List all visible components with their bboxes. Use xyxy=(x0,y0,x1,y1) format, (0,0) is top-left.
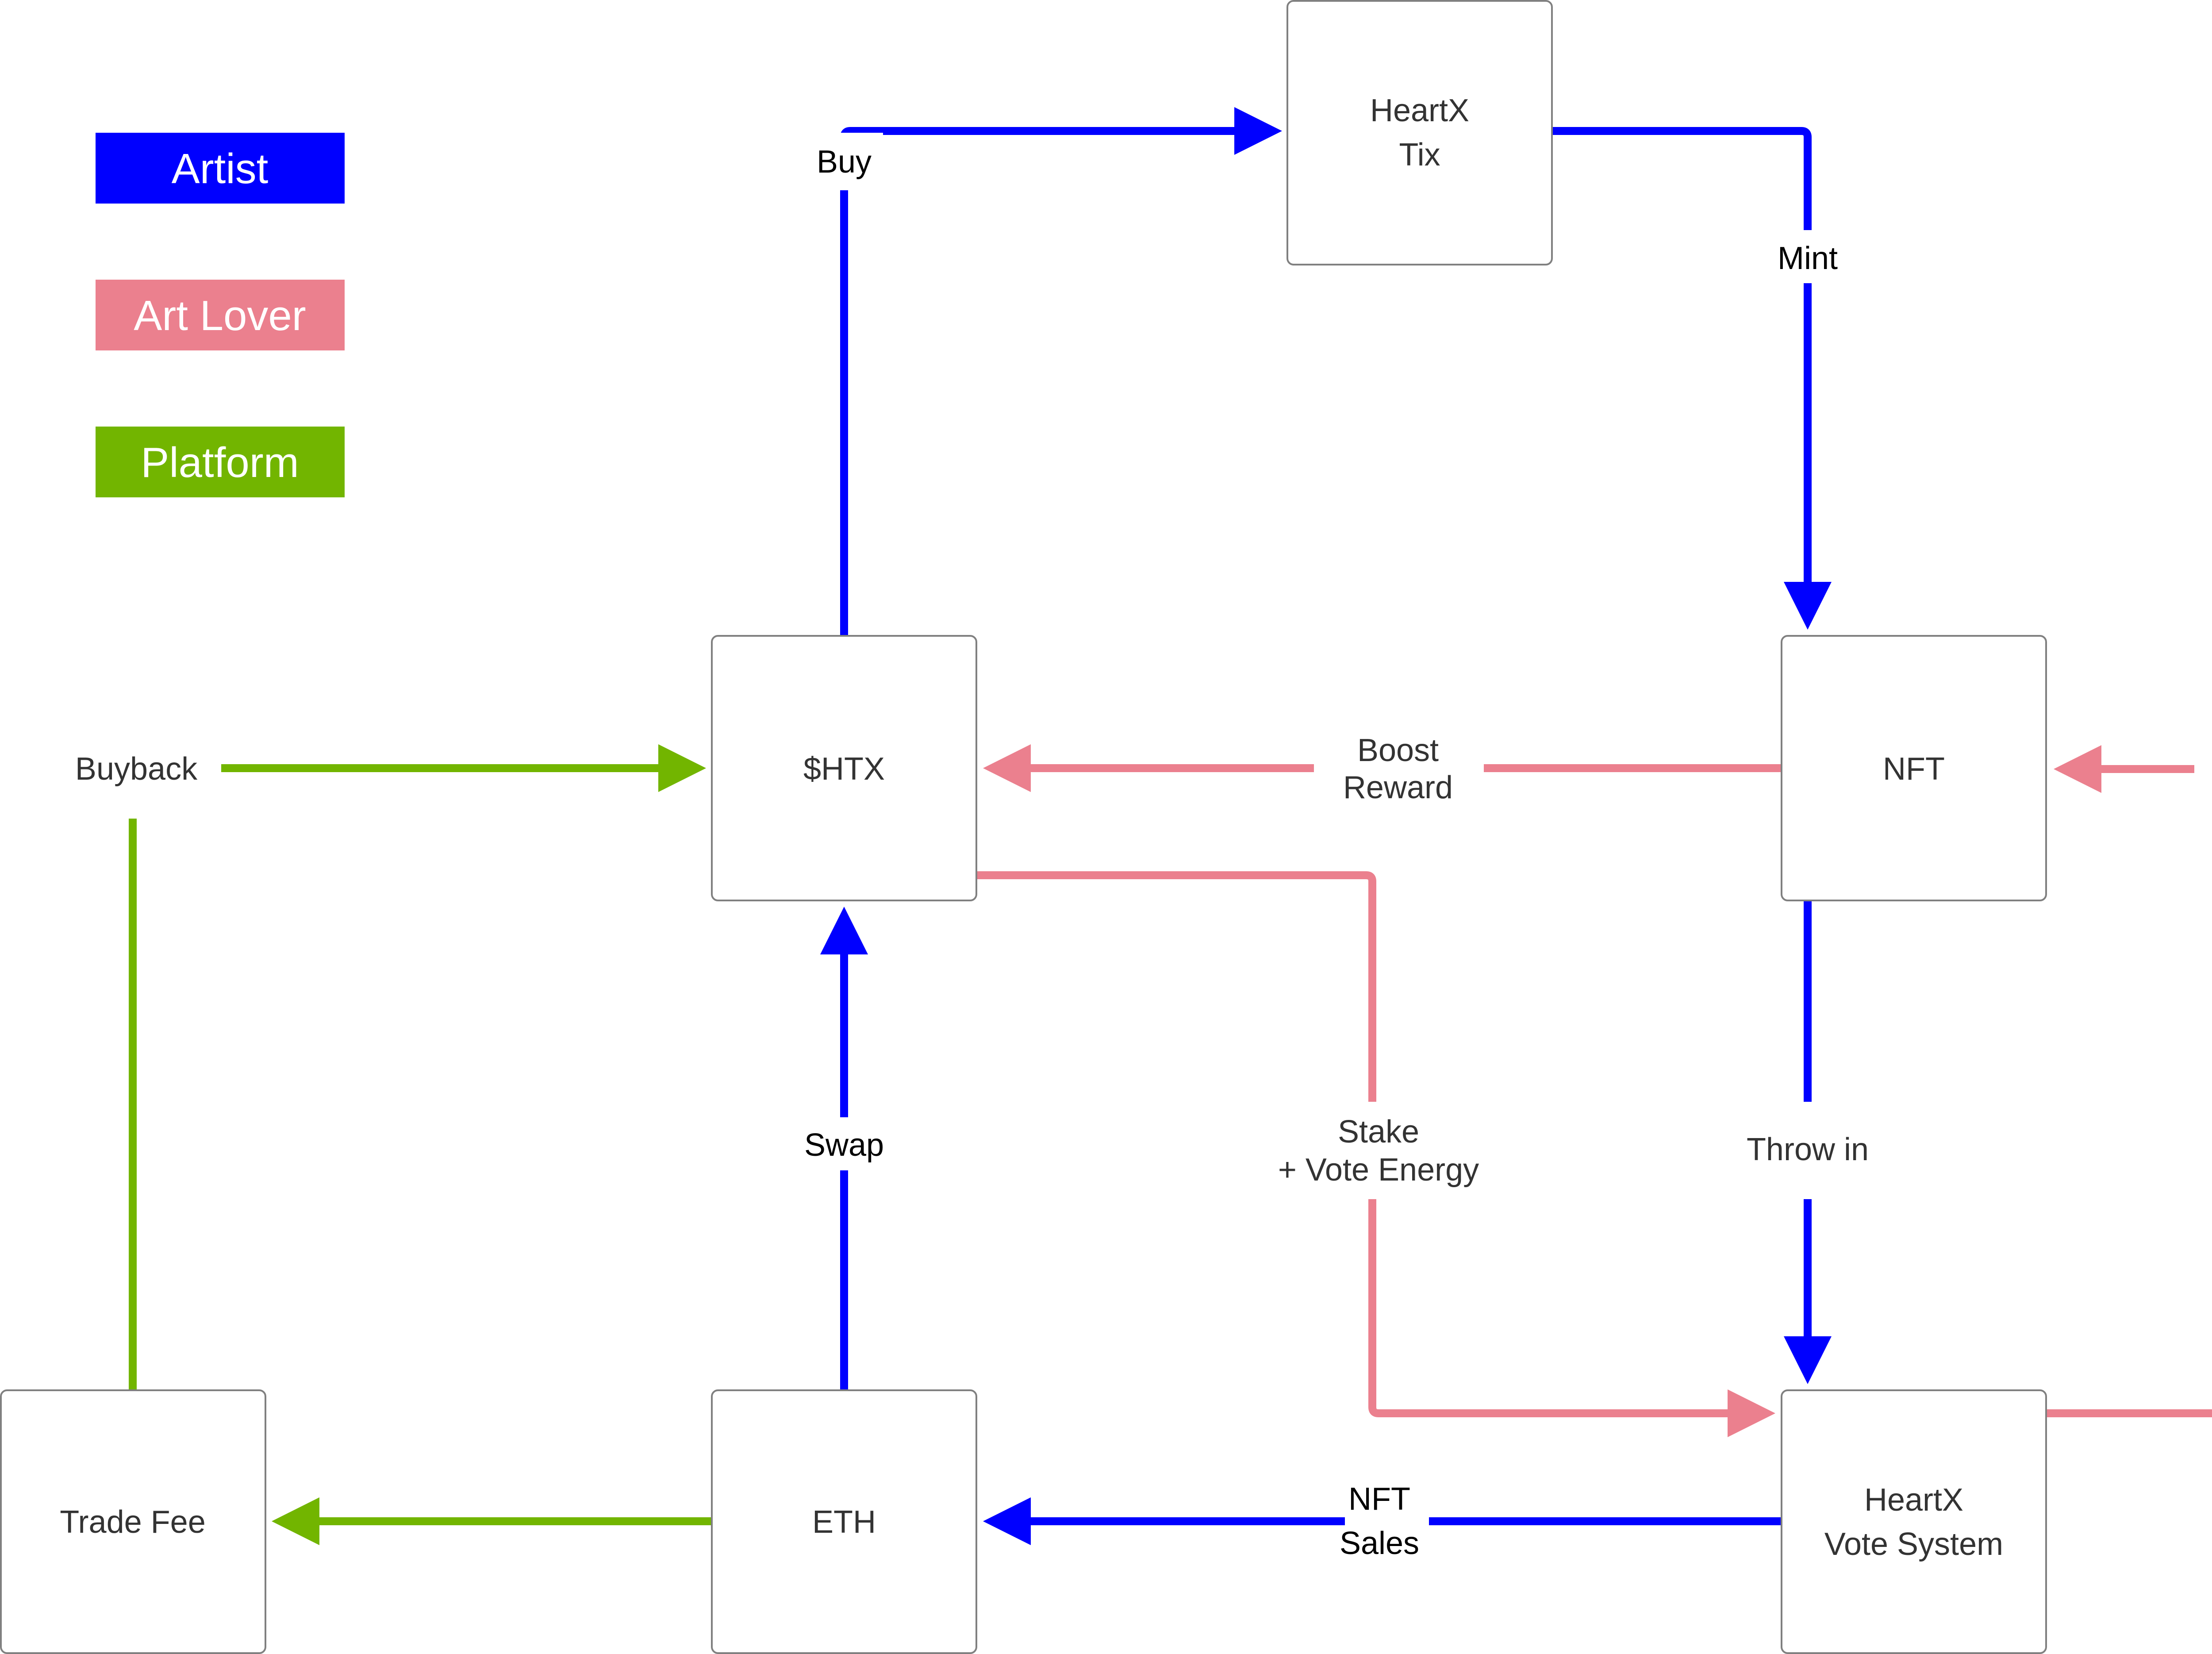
edge-label-mint: Mint xyxy=(1761,230,1855,283)
legend-item-art-lover: Art Lover xyxy=(96,280,345,350)
node-heartx-tix-line2: Tix xyxy=(1399,137,1440,173)
edge-label-stake-line2: + Vote Energy xyxy=(1278,1152,1479,1188)
node-heartx-tix-line1: HeartX xyxy=(1370,93,1469,128)
node-nft[interactable]: NFT xyxy=(1781,635,2047,901)
edge-label-nft-sales-line2: Sales xyxy=(1340,1526,1419,1561)
legend-label-artist: Artist xyxy=(172,145,269,192)
legend-item-artist: Artist xyxy=(96,133,345,204)
legend: Artist Art Lover Platform xyxy=(96,133,345,497)
legend-swatch-art-lover xyxy=(96,280,345,350)
node-eth-label: ETH xyxy=(812,1504,876,1540)
edge-mint xyxy=(1552,127,1832,630)
edge-label-swap: Swap xyxy=(801,1117,887,1170)
legend-item-platform: Platform xyxy=(96,427,345,497)
edge-label-nft-sales: NFT Sales xyxy=(1340,1478,1429,1566)
edge-label-stake: Stake + Vote Energy xyxy=(1274,1102,1479,1199)
edge-label-buy-text: Buy xyxy=(817,144,872,180)
node-nft-label: NFT xyxy=(1883,751,1945,787)
edge-label-boost-reward-line2: Reward xyxy=(1343,770,1453,805)
node-vote-system-line2: Vote System xyxy=(1824,1527,2003,1562)
edge-label-boost-reward: Boost Reward xyxy=(1314,726,1484,814)
edge-label-throw-in-text: Throw in xyxy=(1747,1132,1869,1167)
node-trade-fee[interactable]: Trade Fee xyxy=(0,1389,266,1654)
node-trade-fee-label: Trade Fee xyxy=(60,1504,205,1540)
edge-label-mint-text: Mint xyxy=(1778,241,1838,276)
edge-label-throw-in: Throw in xyxy=(1743,1102,1876,1199)
legend-swatch-artist xyxy=(96,133,345,204)
edge-label-buyback-text: Buyback xyxy=(75,751,198,787)
node-eth[interactable]: ETH xyxy=(711,1389,977,1654)
edge-labels: Buy Mint Boost Reward Boost Buyback Stak… xyxy=(75,133,2212,1566)
node-htx[interactable]: $HTX xyxy=(711,635,977,901)
edge-label-swap-text: Swap xyxy=(804,1127,884,1163)
edge-label-stake-line1: Stake xyxy=(1338,1114,1419,1150)
edge-label-boost-reward-line1: Boost xyxy=(1357,733,1439,768)
edge-label-buyback: Buyback xyxy=(75,751,198,787)
edge-label-boost: Boost xyxy=(2194,743,2212,796)
legend-label-platform: Platform xyxy=(141,439,299,486)
edge-label-nft-sales-line1: NFT xyxy=(1348,1481,1410,1517)
node-heartx-tix[interactable]: HeartX Tix xyxy=(1286,0,1553,265)
edge-buy xyxy=(840,107,1282,636)
edge-label-buy: Buy xyxy=(805,133,883,190)
node-vote-system[interactable]: HeartX Vote System xyxy=(1781,1389,2047,1654)
legend-swatch-platform xyxy=(96,427,345,497)
legend-label-art-lover: Art Lover xyxy=(134,292,306,339)
node-vote-system-line1: HeartX xyxy=(1864,1482,1963,1518)
node-htx-label: $HTX xyxy=(803,751,885,787)
